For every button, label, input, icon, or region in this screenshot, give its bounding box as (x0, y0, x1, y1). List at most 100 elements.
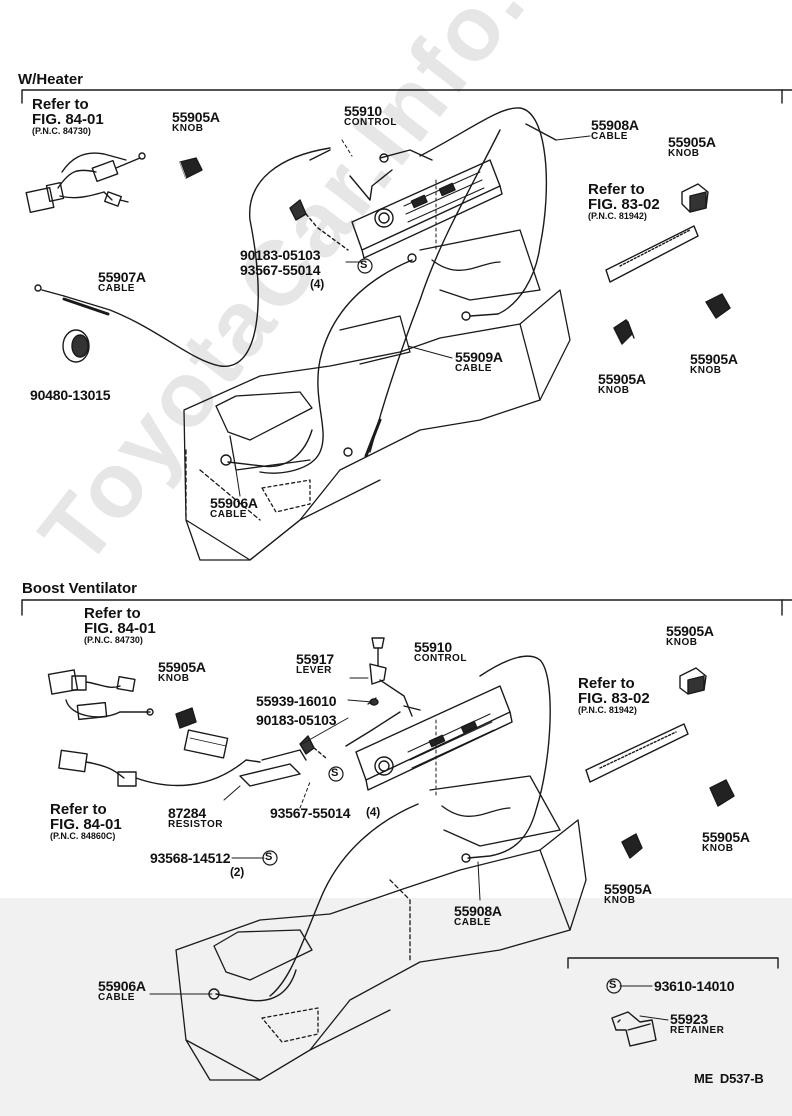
part-name: CABLE (98, 283, 135, 294)
part-number: 55905A (172, 109, 220, 125)
label-heater-control: 55910 CONTROL (344, 104, 397, 128)
ref-line1: Refer to (50, 801, 107, 818)
heater-frame (21, 89, 792, 104)
part-name: LEVER (296, 665, 332, 676)
part-number: 55910 (414, 639, 452, 655)
label-boost-93567: 93567-55014 (270, 805, 351, 821)
boost-trim-panel (585, 723, 689, 783)
background-band (0, 898, 792, 1116)
label-heater-knob-4: 55905A KNOB (598, 372, 646, 396)
label-boost-cable-55906a: 55906A CABLE (98, 979, 146, 1003)
retainer-55923 (611, 1011, 657, 1047)
boost-s-mark-text-2: S (265, 851, 273, 863)
part-number: 55908A (591, 117, 639, 133)
part-name: KNOB (666, 637, 698, 648)
heater-control-unit (349, 149, 503, 259)
heater-cable-55906a (220, 429, 353, 468)
label-heater-cable-55908a: 55908A CABLE (591, 118, 639, 142)
boost-control-unit (345, 685, 513, 791)
part-name: KNOB (690, 365, 722, 376)
boost-relay-assembly (58, 729, 307, 787)
part-number: 55905A (668, 134, 716, 150)
boost-knob-2 (679, 667, 707, 695)
boost-cable-55906a (208, 969, 297, 1002)
label-boost-resistor: 87284 RESISTOR (168, 806, 223, 830)
boost-ref-84730: Refer to FIG. 84-01 (P.N.C. 84730) (84, 606, 156, 645)
boost-cable-55908a (269, 655, 551, 997)
label-boost-control: 55910 CONTROL (414, 640, 467, 664)
part-name: KNOB (158, 673, 190, 684)
part-name: CABLE (454, 917, 491, 928)
heater-screw-90183 (289, 199, 349, 251)
label-retainer-55923: 55923 RETAINER (670, 1012, 724, 1036)
heater-wire-harness (25, 152, 146, 213)
part-number: 55905A (702, 829, 750, 845)
heater-cable-55908a (364, 107, 557, 458)
retainer-s-mark-text: S (609, 979, 617, 991)
part-name: KNOB (604, 895, 636, 906)
label-heater-93567: 93567-55014 (240, 262, 321, 278)
boost-knob-3 (709, 779, 735, 807)
section-title-heater: W/Heater (18, 71, 84, 88)
part-number: 55905A (604, 881, 652, 897)
boost-knob-4 (621, 833, 643, 859)
heater-knob-4 (613, 319, 635, 345)
ref-line3: (P.N.C. 84730) (32, 126, 91, 136)
label-heater-knob-3: 55905A KNOB (690, 352, 738, 376)
boost-s-marks (262, 766, 622, 994)
boost-heater-body (175, 775, 587, 1081)
label-boost-knob-4: 55905A KNOB (604, 882, 652, 906)
heater-cable-55909a (259, 149, 417, 474)
ref-line1: Refer to (578, 675, 635, 692)
label-heater-cable-55906a: 55906A CABLE (210, 496, 258, 520)
part-name: KNOB (172, 123, 204, 134)
label-boost-55939: 55939-16010 (256, 693, 337, 709)
boost-screw-90183 (299, 735, 327, 759)
ref-line3: (P.N.C. 81942) (578, 705, 637, 715)
label-93610: 93610-14010 (654, 978, 735, 994)
part-number: 55908A (454, 903, 502, 919)
boost-ref-81942: Refer to FIG. 83-02 (P.N.C. 81942) (578, 676, 650, 715)
part-number: 55909A (455, 349, 503, 365)
boost-frame (21, 599, 792, 616)
label-boost-lever: 55917 LEVER (296, 652, 334, 676)
heater-leaders (235, 135, 591, 497)
label-boost-93568-qty: (2) (230, 865, 245, 879)
ref-line2: FIG. 84-01 (84, 620, 156, 637)
boost-wire-harness (47, 669, 154, 721)
section-title-boost: Boost Ventilator (22, 580, 138, 597)
ref-line3: (P.N.C. 84730) (84, 635, 143, 645)
ref-line3: (P.N.C. 81942) (588, 211, 647, 221)
heater-s-mark-text: S (360, 259, 368, 271)
label-boost-screw: 90183-05103 (256, 712, 337, 728)
part-name: CABLE (98, 992, 135, 1003)
retainer-frame (567, 957, 779, 969)
boost-ref-84860c: Refer to FIG. 84-01 (P.N.C. 84860C) (50, 802, 122, 841)
boost-leaders (149, 677, 669, 1021)
label-boost-knob-1: 55905A KNOB (158, 660, 206, 684)
drawing-code: ME D537-B (694, 1071, 764, 1086)
part-number: 55923 (670, 1011, 708, 1027)
part-number: 55907A (98, 269, 146, 285)
part-number: 87284 (168, 805, 206, 821)
ref-line2: FIG. 83-02 (578, 690, 650, 707)
part-name: CABLE (210, 509, 247, 520)
label-boost-93568: 93568-14512 (150, 850, 231, 866)
part-number: 55905A (158, 659, 206, 675)
heater-ref-84730: Refer to FIG. 84-01 (P.N.C. 84730) (32, 97, 104, 136)
part-name: CONTROL (414, 653, 467, 664)
label-heater-93567-qty: (4) (310, 277, 325, 291)
ref-line1: Refer to (32, 96, 89, 113)
label-boost-knob-2: 55905A KNOB (666, 624, 714, 648)
heater-ref-81942: Refer to FIG. 83-02 (P.N.C. 81942) (588, 182, 660, 221)
boost-lever-55917 (367, 637, 413, 717)
label-heater-knob-2: 55905A KNOB (668, 135, 716, 159)
part-number: 55917 (296, 651, 334, 667)
heater-knob-1 (179, 157, 203, 179)
part-name: KNOB (598, 385, 630, 396)
part-name: CABLE (455, 363, 492, 374)
label-heater-knob-1: 55905A KNOB (172, 110, 220, 134)
heater-s-mark (357, 258, 373, 274)
